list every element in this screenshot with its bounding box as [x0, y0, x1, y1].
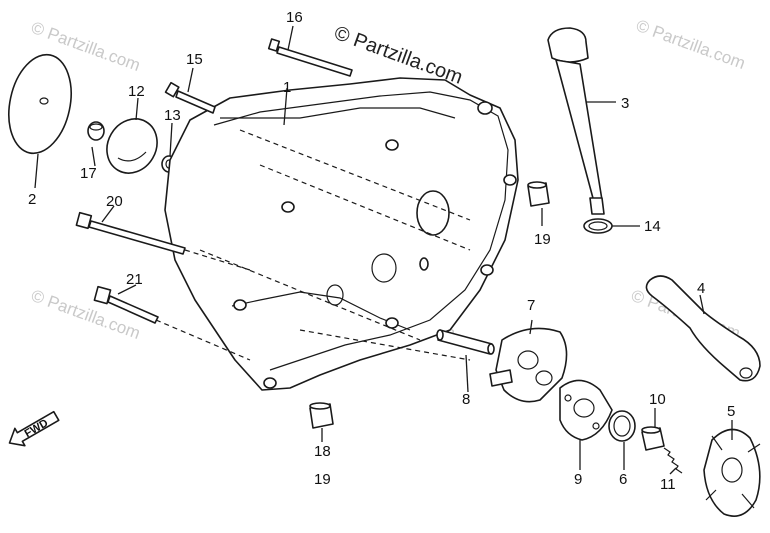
- label-19-upper: 19: [534, 231, 551, 248]
- label-17: 17: [80, 165, 97, 182]
- part-19-dowel-lower: [309, 402, 334, 429]
- label-10: 10: [649, 391, 666, 408]
- part-10-pin: [641, 426, 665, 451]
- part-20-bolt: [75, 211, 251, 271]
- part-9-plate: [559, 379, 613, 441]
- label-9: 9: [574, 471, 582, 488]
- label-20: 20: [106, 193, 123, 210]
- leader-lines: [34, 25, 733, 475]
- part-15-bolt: [164, 81, 216, 114]
- label-7: 7: [527, 297, 535, 314]
- label-6: 6: [619, 471, 627, 488]
- fwd-label: FWD: [23, 417, 51, 440]
- part-2-disc: [8, 53, 72, 155]
- label-19-lower: 19: [314, 471, 331, 488]
- label-2: 2: [28, 191, 36, 208]
- part-21-bolt: [93, 285, 251, 361]
- label-14: 14: [644, 218, 661, 235]
- part-labels: 16 15 1 12 13 17 2 20 21 19 14 3 4 7 8 1…: [28, 9, 735, 493]
- label-5: 5: [727, 403, 735, 420]
- part-11-spring: [663, 447, 683, 474]
- watermark-faint: © Partzilla.com: [634, 16, 748, 73]
- part-12-cap: [106, 118, 158, 174]
- label-11: 11: [660, 476, 676, 493]
- part-3-dipstick: [547, 27, 605, 215]
- part-5-impeller: [703, 428, 761, 517]
- part-14-oring: [583, 218, 613, 234]
- part-8-shaft: [436, 329, 495, 355]
- label-4: 4: [697, 280, 705, 297]
- label-15: 15: [186, 51, 203, 68]
- label-16: 16: [286, 9, 303, 26]
- label-13: 13: [164, 107, 181, 124]
- part-16-bolt: [267, 38, 353, 77]
- label-3: 3: [621, 95, 629, 112]
- part-6-seal: [608, 410, 636, 442]
- label-18: 18: [314, 443, 331, 460]
- watermark-faint: © Partzilla.com: [29, 286, 143, 343]
- part-7-pump-body: [489, 327, 568, 403]
- label-1: 1: [283, 79, 291, 96]
- fwd-direction-marker: FWD: [8, 410, 60, 447]
- label-21: 21: [126, 271, 143, 288]
- label-12: 12: [128, 83, 145, 100]
- part-19-dowel-upper: [527, 181, 550, 207]
- part-17-bushing: [87, 121, 105, 141]
- label-8: 8: [462, 391, 470, 408]
- part-1-crankcase-cover: [164, 77, 519, 391]
